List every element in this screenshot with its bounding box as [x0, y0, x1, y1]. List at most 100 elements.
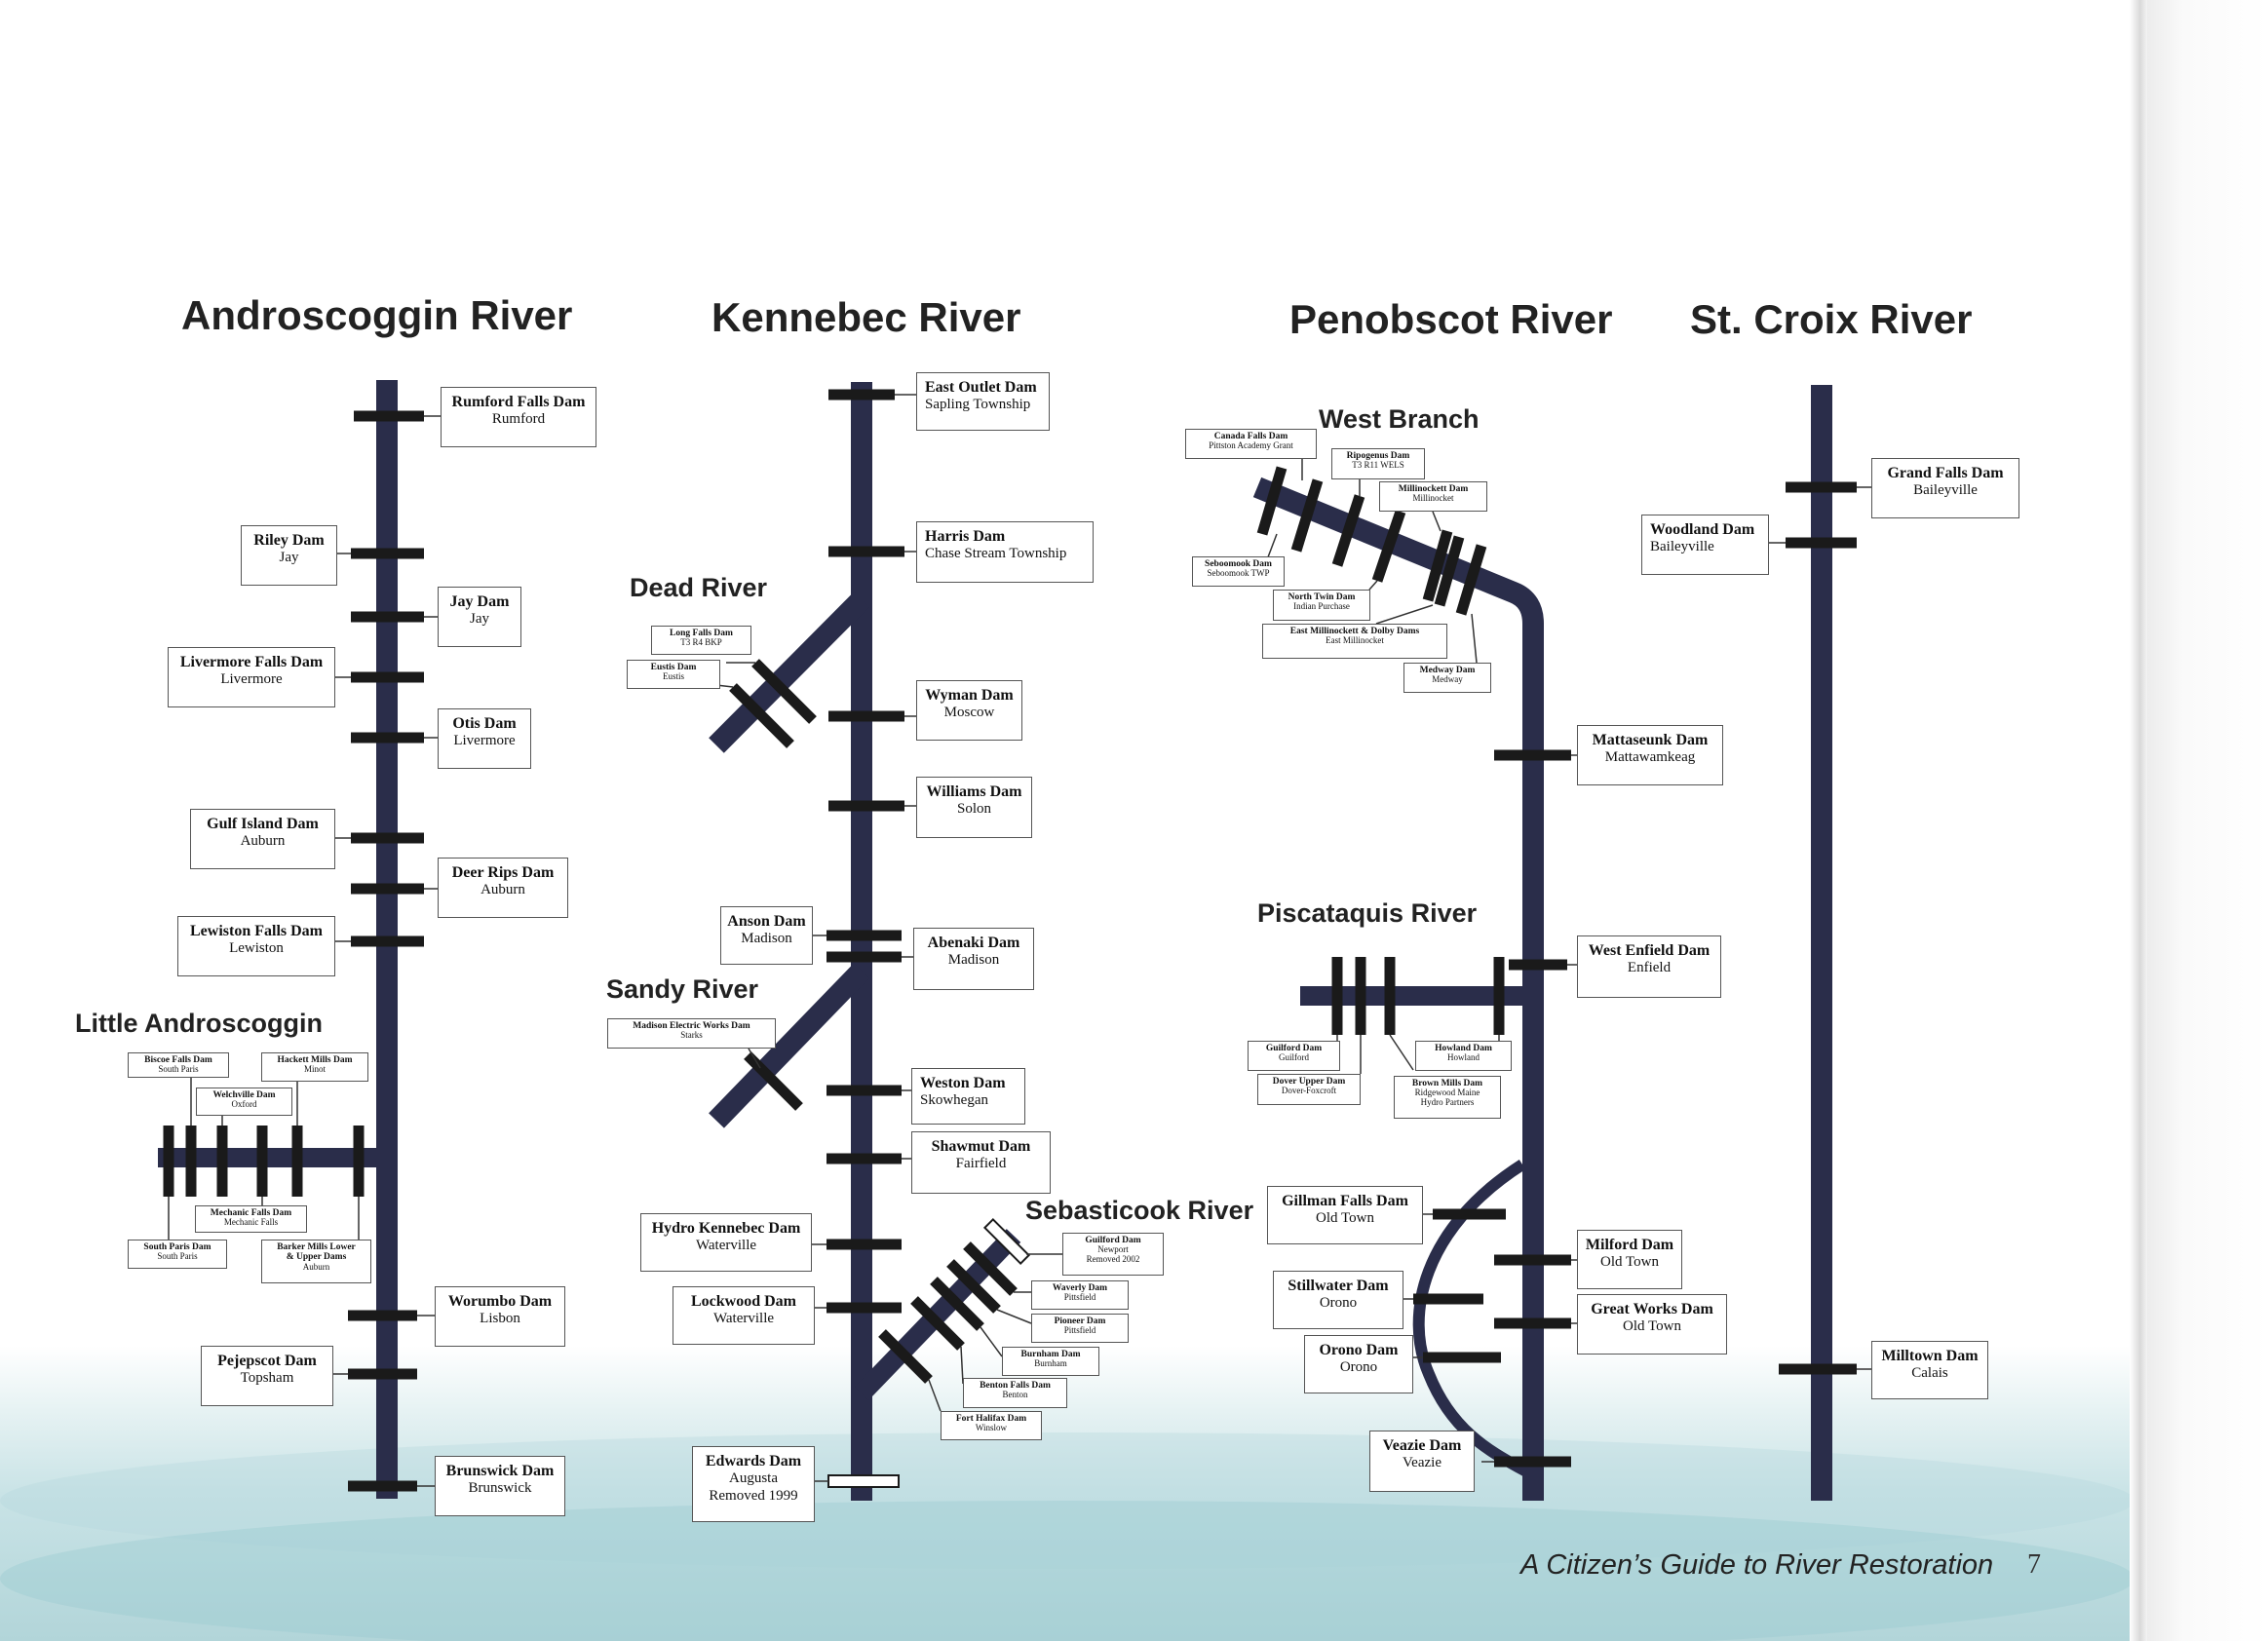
dam-name: Waverly Dam [1052, 1283, 1108, 1293]
dam-location: Auburn [240, 833, 286, 850]
dam-box-milford: Milford Dam Old Town [1577, 1230, 1682, 1289]
dam-name: Brunswick Dam [445, 1463, 555, 1479]
dam-box-long-falls: Long Falls Dam T3 R4 BKP [651, 626, 751, 655]
dam-box-hydro-kennebec: Hydro Kennebec Dam Waterville [640, 1213, 812, 1272]
dam-location: Madison [741, 931, 792, 947]
dam-box-anson: Anson Dam Madison [720, 906, 813, 965]
dam-location: Eustis [662, 671, 684, 682]
dam-location: Auburn [302, 1261, 330, 1272]
dam-name: Dover Upper Dam [1272, 1077, 1346, 1087]
dam-box-guilford-newport: Guilford Dam Newport Removed 2002 [1062, 1233, 1164, 1276]
dam-location: Pittsfield [1063, 1325, 1096, 1336]
dam-location: Old Town [1600, 1254, 1659, 1271]
dam-name: Long Falls Dam [670, 629, 733, 638]
dam-name: Fort Halifax Dam [955, 1414, 1027, 1424]
dam-box-shawmut: Shawmut Dam Fairfield [911, 1131, 1051, 1194]
dam-location: East Millinocket [1326, 635, 1384, 646]
dam-name-line2: & Upper Dams [286, 1252, 347, 1263]
dam-box-dover-upper: Dover Upper Dam Dover-Foxcroft [1257, 1074, 1361, 1105]
dam-name: Great Works Dam [1591, 1301, 1713, 1317]
dam-location: Brunswick [468, 1480, 532, 1497]
dam-location: Calais [1911, 1365, 1948, 1382]
dam-name: Anson Dam [727, 913, 806, 930]
dam-location: Solon [956, 801, 991, 818]
dam-name: West Enfield Dam [1588, 942, 1711, 959]
dam-name: Milford Dam [1585, 1237, 1674, 1253]
dam-location: Jay [470, 611, 489, 628]
dam-name: Jay Dam [449, 593, 510, 610]
dam-box-welchville: Welchville Dam Oxford [196, 1088, 292, 1116]
dam-box-harris: Harris Dam Chase Stream Township [916, 521, 1094, 583]
dam-location: South Paris [157, 1251, 198, 1262]
dam-location: Oxford [231, 1099, 257, 1110]
dam-name: Otis Dam [452, 715, 517, 732]
leader-lines [168, 394, 1871, 1487]
dam-box-burnham: Burnham Dam Burnham [1002, 1347, 1099, 1376]
dam-location: Waterville [695, 1238, 757, 1254]
dam-name: Deer Rips Dam [451, 864, 555, 881]
kennebec-river-title: Kennebec River [711, 294, 1021, 340]
dam-box-worumbo: Worumbo Dam Lisbon [435, 1286, 565, 1347]
dam-location: Newport [1097, 1244, 1129, 1255]
dam-name: East Outlet Dam [925, 379, 1037, 396]
dam-box-west-enfield: West Enfield Dam Enfield [1577, 935, 1721, 998]
dam-box-rumford-falls: Rumford Falls Dam Rumford [441, 387, 596, 447]
dam-name: North Twin Dam [1288, 592, 1356, 602]
dam-name: Wyman Dam [925, 687, 1014, 704]
dam-box-jay: Jay Dam Jay [438, 587, 521, 647]
dam-box-seboomook: Seboomook Dam Seboomook TWP [1192, 556, 1285, 587]
dam-box-milltown: Milltown Dam Calais [1871, 1341, 1988, 1399]
dam-name: South Paris Dam [143, 1242, 211, 1252]
dam-name: Harris Dam [925, 528, 1006, 545]
sebasticook-river-title: Sebasticook River [1025, 1196, 1254, 1225]
dam-box-south-paris: South Paris Dam South Paris [128, 1240, 227, 1269]
dam-box-mechanic-falls: Mechanic Falls Dam Mechanic Falls [195, 1205, 307, 1233]
dam-location: Lewiston [229, 940, 284, 957]
dam-removed-note: Removed 1999 [709, 1487, 798, 1504]
dam-name: Milltown Dam [1881, 1348, 1979, 1364]
dam-name: Orono Dam [1319, 1342, 1399, 1358]
dam-location: Livermore [220, 671, 283, 688]
dam-location: Old Town [1316, 1210, 1374, 1227]
page-number: 7 [2027, 1549, 2041, 1580]
dam-name: Hydro Kennebec Dam [651, 1220, 801, 1237]
dam-location: Benton [1002, 1390, 1028, 1400]
removed-dam-guilford-newport [982, 1217, 1031, 1266]
dam-bar-medway [1455, 544, 1487, 616]
dam-box-gulf-island: Gulf Island Dam Auburn [190, 809, 335, 869]
dam-location: Minot [303, 1064, 326, 1075]
dam-box-howland: Howland Dam Howland [1415, 1041, 1512, 1071]
dam-bar-waverly [963, 1241, 1018, 1296]
dam-box-pioneer: Pioneer Dam Pittsfield [1031, 1314, 1129, 1343]
dam-location: Winslow [975, 1423, 1008, 1433]
page-fold [2130, 0, 2147, 1641]
dam-location: Guilford [1279, 1052, 1309, 1063]
dam-box-medway: Medway Dam Medway [1403, 663, 1491, 693]
dam-name: Eustis Dam [650, 663, 697, 672]
dead-river-title: Dead River [630, 573, 768, 602]
dam-bar-canada-falls [1290, 478, 1324, 553]
dam-location: Baileyville [1650, 539, 1714, 555]
dam-name: Seboomook Dam [1205, 559, 1272, 569]
dam-name: Lockwood Dam [690, 1293, 796, 1310]
dam-name: Grand Falls Dam [1887, 465, 2004, 481]
dam-name: Burnham Dam [1020, 1350, 1081, 1359]
dam-name: Veazie Dam [1382, 1437, 1462, 1454]
dam-location: Millinocket [1412, 493, 1454, 504]
dam-location: Rumford [491, 411, 546, 428]
dam-box-edwards: Edwards Dam Augusta Removed 1999 [692, 1446, 815, 1522]
dam-location: Pittston Academy Grant [1209, 440, 1293, 451]
dam-location: Medway [1432, 674, 1463, 685]
dam-name: Biscoe Falls Dam [144, 1055, 212, 1065]
removed-dam-edwards [827, 1474, 900, 1488]
dam-location: Waterville [712, 1311, 775, 1327]
water-wave [0, 1432, 2134, 1569]
dam-box-north-twin: North Twin Dam Indian Purchase [1273, 590, 1370, 621]
dam-box-eustis: Eustis Dam Eustis [627, 660, 720, 689]
dam-bar-long-falls [751, 659, 817, 724]
penobscot-main-stem [1252, 477, 1544, 1501]
dam-box-livermore-falls: Livermore Falls Dam Livermore [168, 647, 335, 707]
dam-name: Livermore Falls Dam [179, 654, 324, 670]
penobscot-stillwater-branch [1412, 1159, 1529, 1477]
